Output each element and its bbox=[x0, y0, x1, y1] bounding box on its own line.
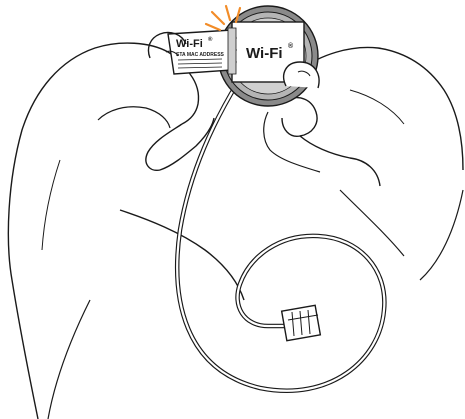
right-hand bbox=[263, 46, 464, 281]
cable-connector bbox=[280, 304, 322, 342]
sticker-caption: STA MAC ADDRESS bbox=[176, 52, 225, 58]
left-hand bbox=[7, 42, 245, 419]
right-thumb bbox=[282, 61, 320, 89]
cable bbox=[175, 80, 387, 393]
left-thumb bbox=[147, 31, 187, 59]
module-wifi-label: Wi-Fi bbox=[246, 45, 283, 62]
module-registered-mark: ® bbox=[288, 42, 294, 50]
sticker-wifi-label: Wi-Fi bbox=[176, 38, 203, 50]
peel-spark-icon bbox=[204, 4, 242, 32]
sticker-registered-mark: ® bbox=[208, 36, 213, 43]
